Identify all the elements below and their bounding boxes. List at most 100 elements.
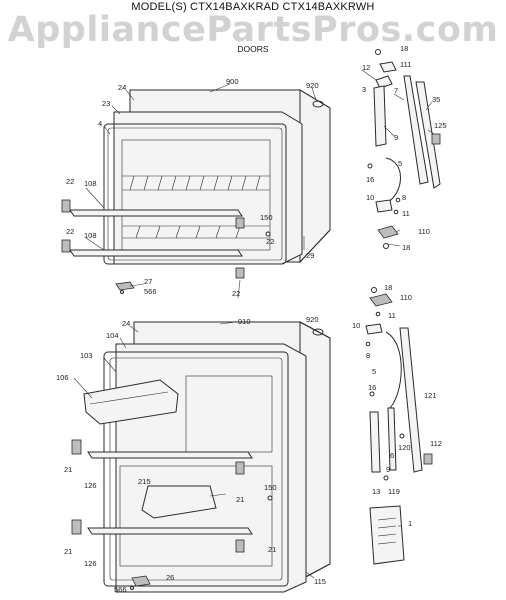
callout-5-a: 5	[398, 159, 402, 168]
shelf-bar-108-lower	[69, 249, 243, 257]
callout-24-lower: 24	[122, 319, 130, 328]
part-119	[383, 475, 389, 481]
part-3	[373, 85, 387, 147]
upper-hinge-parts	[367, 49, 441, 249]
callout-24-upper: 24	[118, 83, 126, 92]
callout-22-d: 22	[232, 289, 240, 298]
end-cap-21-a	[71, 439, 82, 455]
callout-110-b: 110	[400, 293, 412, 302]
part-16-b	[369, 391, 375, 397]
callout-125: 125	[434, 121, 447, 130]
callout-8-a: 8	[402, 193, 406, 202]
part-125	[431, 133, 441, 145]
end-cap-21-b	[71, 519, 82, 535]
model-heading: MODEL(S) CTX14BAXKRAD CTX14BAXKRWH	[131, 1, 375, 13]
watermark: AppliancePartsPros.com	[7, 10, 499, 50]
plug-920	[312, 100, 324, 108]
part-6	[387, 407, 397, 471]
part-120	[399, 433, 405, 439]
callout-115: 115	[314, 577, 326, 586]
callout-29: 29	[306, 251, 314, 260]
part-112	[423, 453, 433, 465]
end-cap-22-d	[235, 267, 245, 279]
end-cap-21-d	[235, 539, 245, 553]
end-cap-21-c	[235, 461, 245, 475]
end-cap-22-b	[61, 239, 71, 253]
callout-126-a: 126	[84, 481, 97, 490]
callout-21-b: 21	[236, 495, 244, 504]
shelf-215	[141, 485, 217, 519]
callout-11-b: 11	[388, 311, 396, 320]
callout-150-lower: 150	[264, 483, 277, 492]
screw-150-b	[267, 495, 273, 501]
plug-920-b	[312, 328, 324, 336]
part-35	[415, 81, 441, 189]
callout-10-b: 10	[352, 321, 360, 330]
screw-18-a	[375, 49, 381, 55]
dairy-door-106-line	[89, 391, 169, 405]
part-8-a	[395, 197, 401, 203]
callout-126-b: 126	[84, 559, 97, 568]
callout-215: 215	[138, 477, 151, 486]
callout-150-upper: 150	[260, 213, 273, 222]
screw-18-b	[383, 243, 389, 249]
part-11-a	[393, 209, 399, 215]
freezer-shelf-grid	[122, 175, 270, 239]
callout-910: 910	[238, 317, 251, 326]
shelf-bar-126-lower	[87, 527, 253, 535]
part-16-a	[367, 163, 373, 169]
callout-7: 7	[394, 86, 398, 95]
callout-12: 12	[362, 63, 370, 72]
door-gasket-inner	[109, 357, 283, 581]
callout-5-b: 5	[372, 367, 376, 376]
section-heading: DOORS	[237, 44, 269, 54]
callout-11-a: 11	[402, 209, 410, 218]
callout-16-b: 16	[368, 383, 376, 392]
callout-9-b: 9	[386, 465, 390, 474]
door-liner-104	[115, 343, 307, 593]
part-27	[115, 281, 135, 291]
callout-120: 120	[398, 443, 411, 452]
dairy-door-106	[83, 379, 179, 425]
part-12	[375, 75, 393, 89]
end-cap-22-c	[235, 217, 245, 229]
callout-566-lower: 566	[114, 585, 127, 594]
part-7	[403, 75, 429, 185]
freezer-door-assembly	[61, 89, 331, 294]
handle-5-lower	[385, 331, 402, 411]
callout-22-a: 22	[66, 177, 74, 186]
callout-18-a: 18	[400, 44, 408, 53]
callout-106: 106	[56, 373, 69, 382]
leader-lines	[73, 69, 435, 579]
end-cap-22-a	[61, 199, 71, 213]
part-111	[379, 61, 397, 73]
shelf-bar-108-upper	[69, 209, 243, 217]
callout-9-a: 9	[394, 133, 398, 142]
callout-6: 6	[390, 451, 394, 460]
callout-21-a: 21	[64, 465, 72, 474]
hinge-110-a	[377, 225, 399, 239]
part-13	[369, 411, 381, 473]
callout-103: 103	[80, 351, 93, 360]
screw-566	[120, 290, 124, 294]
callout-3: 3	[362, 85, 366, 94]
callout-27: 27	[144, 277, 152, 286]
door-gasket	[103, 351, 289, 587]
hinge-110-b	[369, 293, 393, 307]
part-8-b	[365, 341, 371, 347]
callout-21-c: 21	[268, 545, 276, 554]
lower-hinge-parts	[365, 287, 433, 565]
callout-900: 900	[226, 77, 239, 86]
callout-21-d: 21	[64, 547, 72, 556]
callout-566-upper: 566	[144, 287, 157, 296]
callout-26: 26	[166, 573, 174, 582]
door-gasket-4-inner	[107, 127, 283, 261]
callout-108-a: 108	[84, 179, 97, 188]
handle-5-upper	[385, 157, 401, 203]
callout-18-c: 18	[384, 283, 392, 292]
part-11-b	[375, 311, 381, 317]
callout-121: 121	[424, 391, 437, 400]
callout-23: 23	[102, 99, 110, 108]
